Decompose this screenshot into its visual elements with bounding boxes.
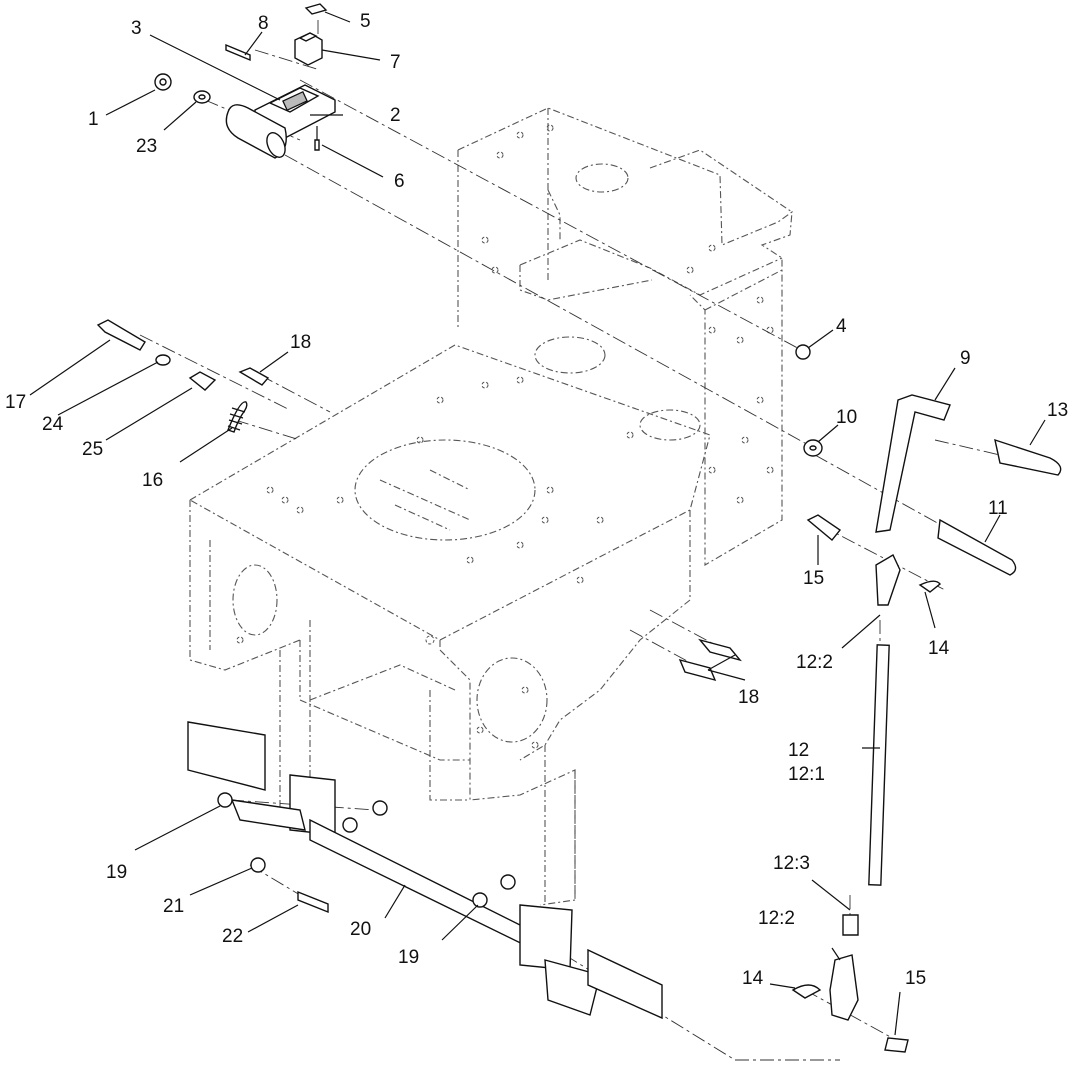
leader-lines (29, 11, 1046, 1036)
callout-12-2-lower: 12:2 (758, 908, 795, 929)
callout-10: 10 (836, 407, 857, 428)
callout-9: 9 (960, 348, 971, 369)
callout-1: 1 (88, 109, 99, 130)
callout-12-3: 12:3 (773, 853, 810, 874)
nut-and-washer (154, 73, 211, 104)
callout-12-2-upper: 12:2 (796, 652, 833, 673)
callout-24: 24 (42, 414, 64, 435)
callout-14-lower: 14 (742, 968, 764, 989)
callout-8: 8 (258, 13, 269, 34)
callout-3: 3 (131, 18, 142, 39)
callout-22: 22 (222, 926, 243, 947)
callouts: 1 2 3 4 5 6 7 8 9 10 11 12 12:1 12:2 12:… (5, 11, 1068, 989)
callout-15-upper: 15 (803, 568, 824, 589)
pedal-shaft-assembly (187, 638, 742, 1020)
callout-25: 25 (82, 439, 103, 460)
callout-11: 11 (988, 498, 1008, 519)
callout-2: 2 (390, 105, 401, 126)
nut-4-washer-10 (795, 344, 823, 457)
callout-17: 17 (5, 392, 26, 413)
callout-18-upper: 18 (290, 332, 311, 353)
callout-4: 4 (836, 316, 847, 337)
callout-20: 20 (350, 919, 371, 940)
callout-13: 13 (1047, 400, 1068, 421)
callout-21: 21 (163, 896, 184, 917)
callout-19-right: 19 (398, 947, 419, 968)
callout-6: 6 (394, 171, 405, 192)
left-hardware (96, 319, 270, 433)
callout-14-upper: 14 (928, 638, 950, 659)
control-handle (791, 394, 1062, 1053)
callout-12-1: 12:1 (788, 764, 825, 785)
callout-5: 5 (360, 11, 371, 32)
callout-7: 7 (390, 52, 401, 73)
callout-16: 16 (142, 470, 163, 491)
callout-12: 12 (788, 740, 809, 761)
callout-18-lower: 18 (738, 687, 759, 708)
callout-23: 23 (136, 136, 157, 157)
switch-bracket-assembly (225, 3, 336, 159)
callout-15-lower: 15 (905, 968, 926, 989)
alignment-lines (139, 20, 1001, 1061)
callout-19-left: 19 (106, 862, 127, 883)
frame-phantom (189, 107, 793, 906)
